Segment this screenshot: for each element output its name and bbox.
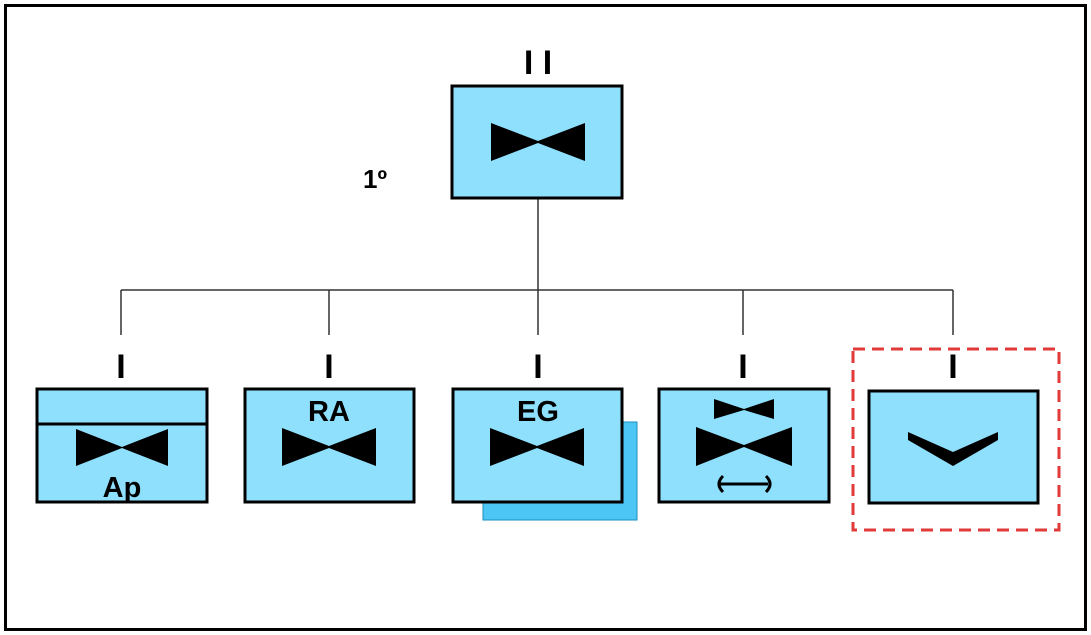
top-marker: I I (524, 44, 552, 82)
bowtie-valve-icon (490, 428, 584, 466)
node-chevron-box (867, 389, 1040, 505)
child-marker-chevron: I (948, 348, 957, 386)
node-ap-label: Ap (103, 472, 142, 504)
chevron-down-icon (908, 432, 998, 466)
child-markers: I I I I I (116, 348, 957, 386)
node-ra-label: RA (308, 396, 350, 428)
node-eg-box (451, 387, 624, 504)
small-bowtie-valve-icon (714, 399, 774, 419)
bowtie-valve-icon (76, 429, 168, 466)
bowtie-valve-icon (491, 123, 585, 161)
highlight-dashed-border (851, 347, 1061, 532)
child-marker-double-valve: I (738, 348, 747, 386)
child-marker-ap: I (116, 348, 125, 386)
node-child-double-valve[interactable] (657, 387, 831, 504)
node-child-ap[interactable]: Ap (35, 387, 209, 504)
child-marker-eg: I (533, 348, 542, 386)
level-label: 1º (363, 164, 387, 194)
bowtie-valve-icon (282, 428, 376, 466)
node-root[interactable] (450, 84, 624, 200)
node-eg-label: EG (517, 396, 559, 428)
node-child-chevron[interactable] (851, 347, 1061, 532)
node-child-eg[interactable]: EG (451, 387, 638, 521)
connectors (120, 198, 954, 335)
node-ra-box (243, 387, 416, 504)
node-child-ra[interactable]: RA (243, 387, 416, 504)
wrench-icon (717, 474, 772, 494)
bowtie-valve-icon (696, 427, 792, 466)
child-marker-ra: I (324, 348, 333, 386)
node-ap-box (35, 387, 209, 504)
